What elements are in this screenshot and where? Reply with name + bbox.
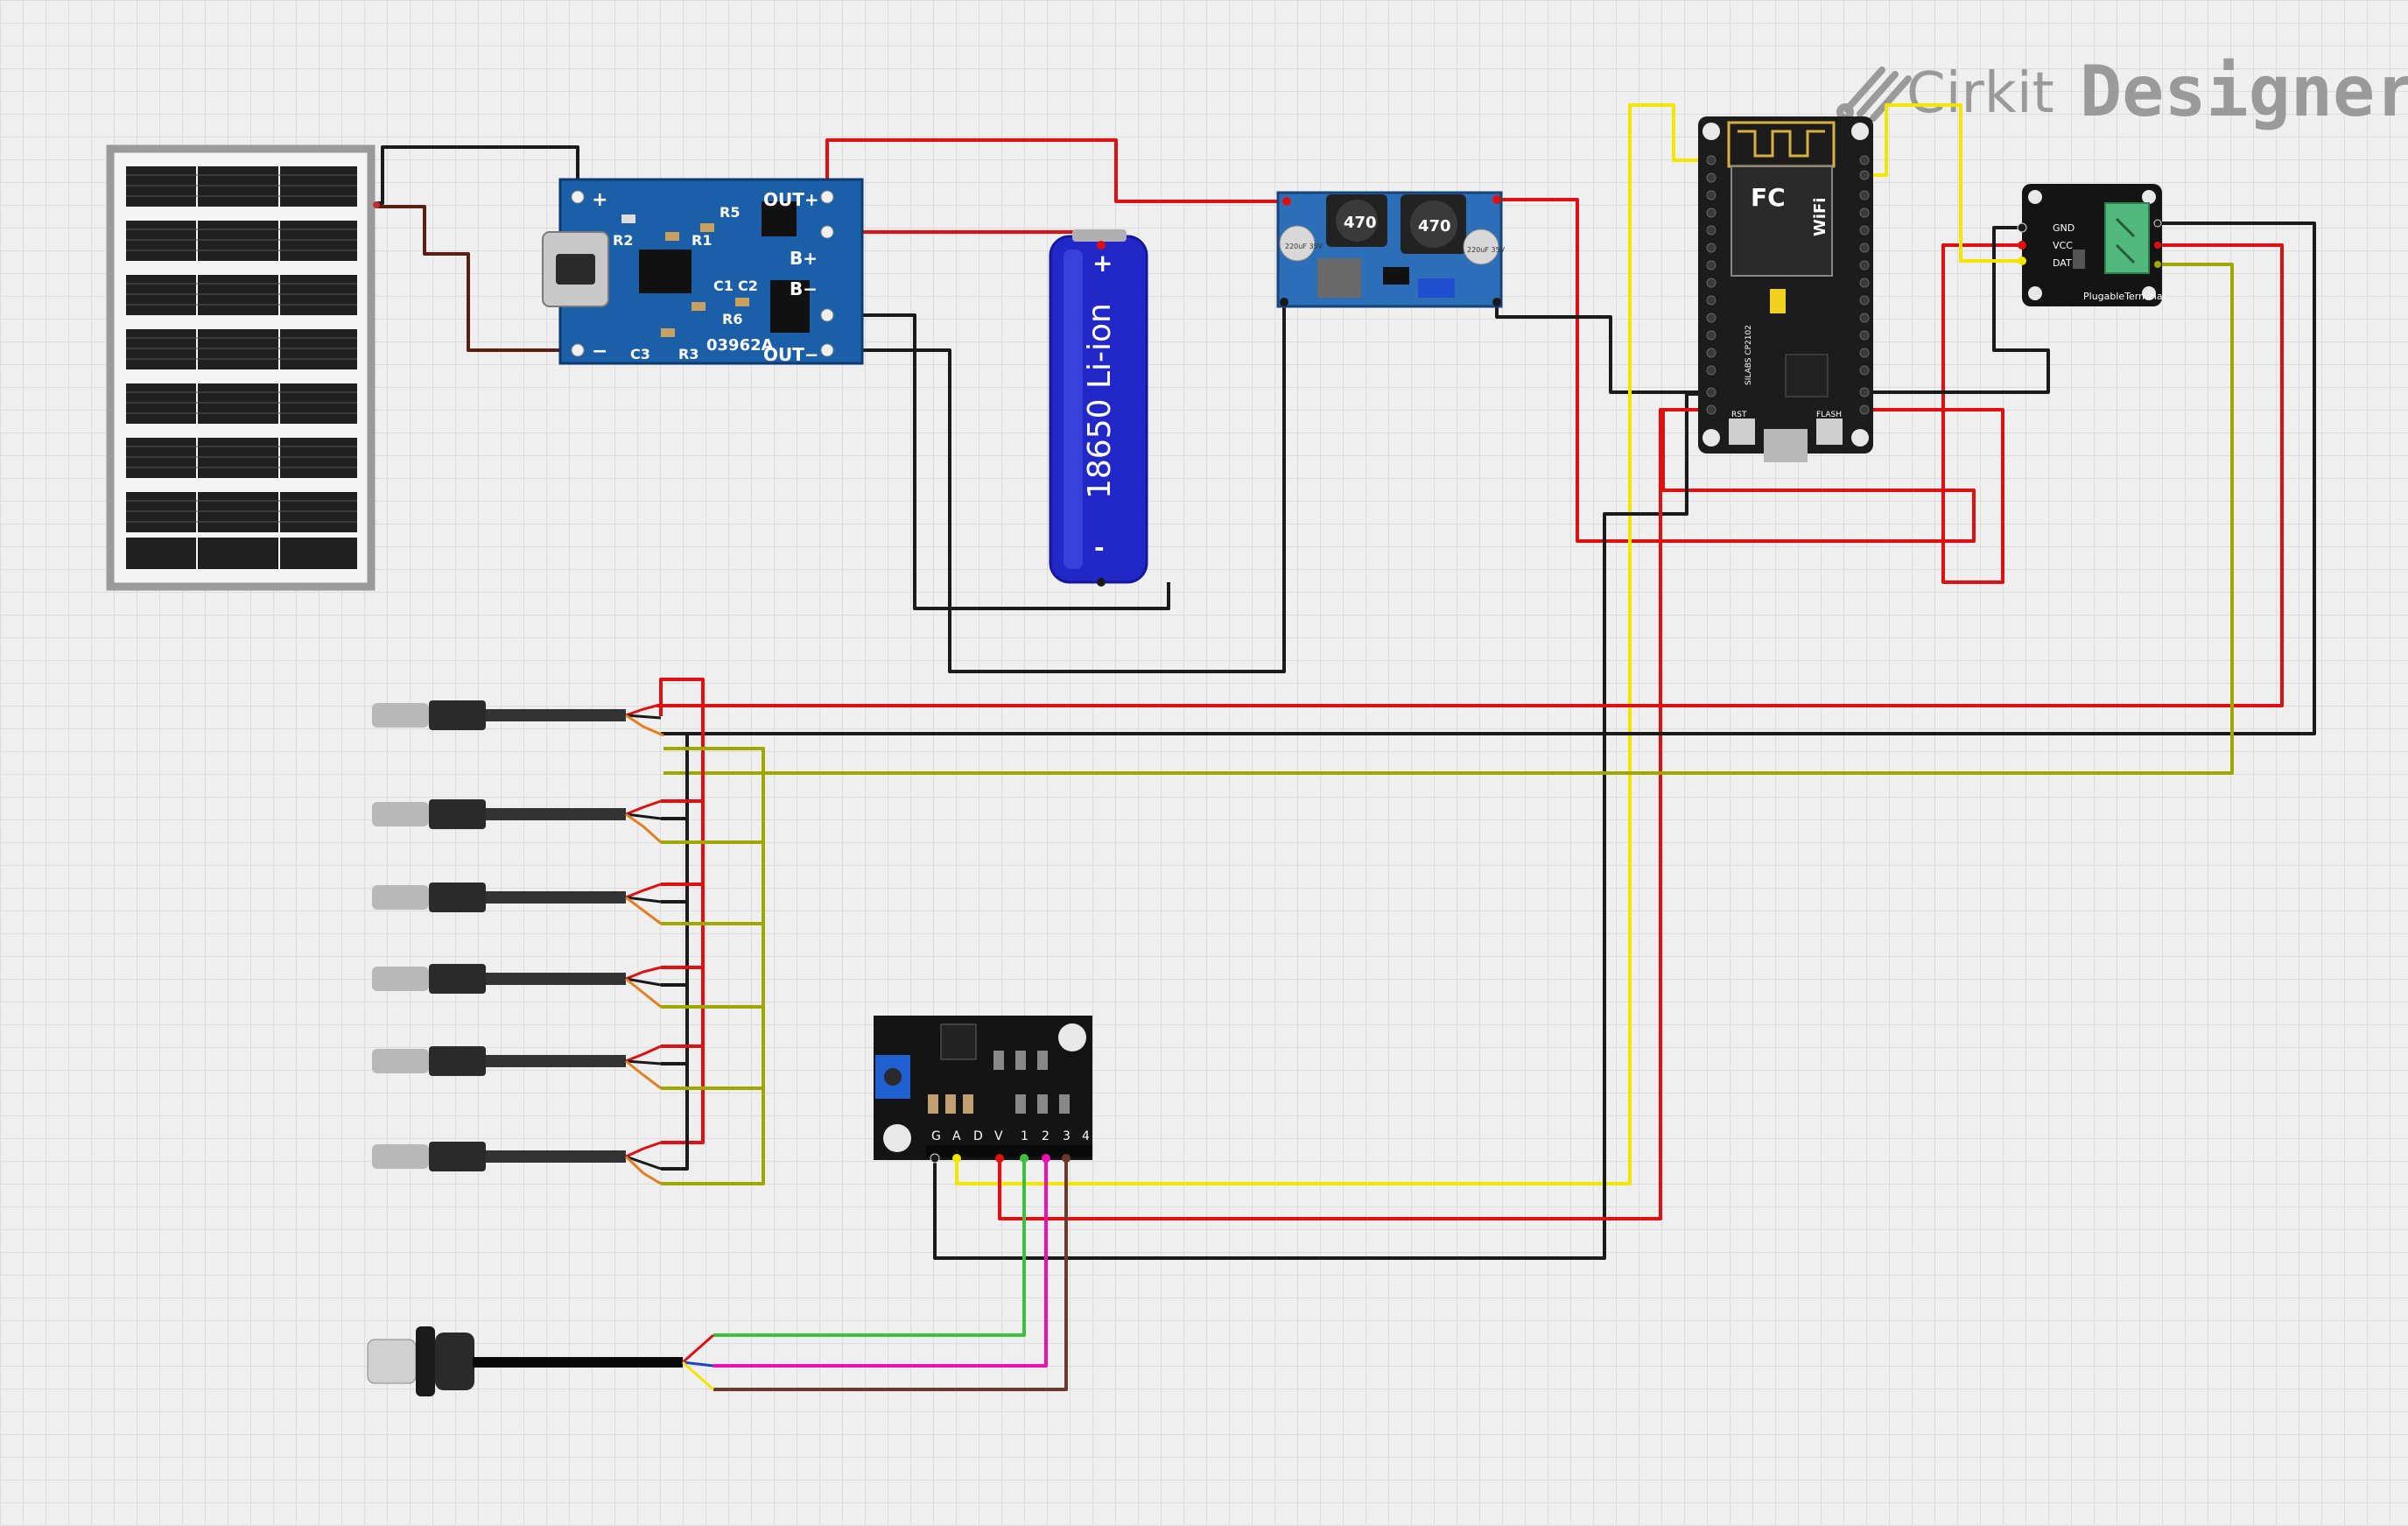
plugable-terminal[interactable]: GND VCC DAT PlugableTerminal xyxy=(2017,184,2166,306)
wire-esp-v-adc[interactable] xyxy=(998,408,1711,1220)
brand-name-2: Designer xyxy=(2080,51,2408,132)
wire-solar-pos[interactable] xyxy=(376,145,579,205)
wire-charger-outminus[interactable] xyxy=(827,302,1286,673)
boost-ind1: 470 xyxy=(1344,214,1377,232)
adc-pin-a: A xyxy=(952,1129,961,1143)
adc-pin-2: 2 xyxy=(1042,1129,1050,1143)
temperature-probes xyxy=(372,700,664,1185)
charger-pin-outplus: OUT+ xyxy=(763,189,819,210)
charger-c2: C2 xyxy=(738,278,758,294)
terminal-vcc: VCC xyxy=(2053,240,2073,251)
esp-logo: FC xyxy=(1751,183,1786,212)
terminal-name: PlugableTerminal xyxy=(2083,291,2166,302)
wire-battery-minus[interactable] xyxy=(827,313,1170,610)
adc-pin-3: 3 xyxy=(1063,1129,1071,1143)
brand-name-1: Cirkit xyxy=(1906,61,2054,126)
charger-pin-bplus: B+ xyxy=(790,248,818,269)
wire-pressure-green[interactable] xyxy=(713,1158,1026,1337)
battery-minus-label: - xyxy=(1094,533,1105,562)
rail-olive xyxy=(661,747,765,1185)
temperature-probe[interactable] xyxy=(372,1141,662,1185)
charger-c3: C3 xyxy=(630,346,650,362)
charger-ic xyxy=(639,250,692,293)
charger-pin-in-plus: + xyxy=(592,189,607,211)
charger-pin-bminus: B− xyxy=(790,278,818,299)
charger-r2: R2 xyxy=(613,232,633,249)
boost-cap2: 220uF 35V xyxy=(1467,246,1506,254)
charger-pin-in-minus: − xyxy=(592,341,607,362)
adc-pin-1: 1 xyxy=(1021,1129,1028,1143)
solar-panel[interactable] xyxy=(106,144,380,591)
esp-chip: SILABS CP2102 xyxy=(1745,325,1753,385)
brand-logo: Cirkit Designer xyxy=(1836,51,2408,132)
charger-module[interactable]: + − OUT+ B+ B− OUT− R2 R1 R5 C1 C2 R6 C3… xyxy=(542,178,864,365)
temperature-probe[interactable] xyxy=(372,964,662,1009)
esp-wifi: WiFi xyxy=(1811,198,1829,237)
wire-ds-gnd-bus[interactable] xyxy=(661,222,2316,735)
wire-charger-outplus[interactable] xyxy=(825,138,1287,203)
wire-esp-d-term[interactable] xyxy=(1864,103,2022,263)
charger-r3: R3 xyxy=(678,346,699,362)
wire-solar-neg[interactable] xyxy=(376,205,578,352)
esp8266-nodemcu[interactable]: FC WiFi SILABS CP2102 RST FLASH xyxy=(1698,116,1873,462)
wire-esp-a0-adc[interactable] xyxy=(955,103,1711,1185)
temperature-probe[interactable] xyxy=(372,883,662,925)
terminal-dat: DAT xyxy=(2053,257,2072,269)
sensor-branches xyxy=(661,799,763,1090)
esp-rst-label: RST xyxy=(1731,411,1747,419)
esp-flash-label: FLASH xyxy=(1816,411,1842,419)
adc-pin-v: V xyxy=(994,1129,1003,1143)
battery-label: 18650 Li-ion xyxy=(1082,303,1118,499)
wire-boost-outminus[interactable] xyxy=(1495,302,1711,394)
wire-esp-gnd-adc[interactable] xyxy=(933,392,1711,1260)
wire-pressure-magenta[interactable] xyxy=(713,1158,1048,1368)
boost-cap1: 220uF 35V xyxy=(1285,243,1323,250)
wire-ds-dat-bus[interactable] xyxy=(663,263,2234,775)
charger-c1: C1 xyxy=(713,278,734,294)
adc-pin-g: G xyxy=(931,1129,941,1143)
charger-r6: R6 xyxy=(722,311,742,327)
solar-cells xyxy=(126,166,357,569)
battery-18650[interactable]: 18650 Li-ion + - xyxy=(1049,229,1148,587)
esp-pin-headers[interactable] xyxy=(1706,155,1870,415)
adc-pin-4: 4 xyxy=(1082,1129,1090,1143)
charger-r1: R1 xyxy=(692,232,712,249)
battery-plus-label: + xyxy=(1092,249,1113,278)
terminal-gnd: GND xyxy=(2053,222,2075,234)
adc-pin-d: D xyxy=(973,1129,983,1143)
boost-ind2: 470 xyxy=(1418,217,1451,236)
wire-esp-gnd-term[interactable] xyxy=(1864,226,2050,394)
boost-converter[interactable]: 470 470 220uF 35V 220uF 35V xyxy=(1276,191,1506,308)
adc-module[interactable]: G A D V 1 2 3 4 xyxy=(874,1016,1092,1164)
temperature-probe[interactable] xyxy=(372,700,664,737)
solar-cell-lines xyxy=(126,174,357,523)
charger-r5: R5 xyxy=(720,204,740,221)
solar-terminal[interactable] xyxy=(373,201,380,208)
wire-ds-vcc-bus[interactable] xyxy=(656,243,2284,707)
wire-esp-3v-term[interactable] xyxy=(1864,243,2022,584)
cirkit-logo-icon xyxy=(1836,67,1912,122)
esp-usb-port[interactable] xyxy=(1764,429,1808,462)
wire-pressure-brown[interactable] xyxy=(713,1158,1068,1391)
charger-pin-outminus: OUT− xyxy=(763,344,819,365)
pressure-sensor[interactable] xyxy=(367,1326,714,1396)
temperature-probe[interactable] xyxy=(372,799,663,844)
wire-boost-outplus[interactable] xyxy=(1497,198,1976,543)
temperature-probe[interactable] xyxy=(372,1044,662,1090)
rail-black xyxy=(661,732,689,1171)
charger-code: 03962A xyxy=(706,336,774,355)
